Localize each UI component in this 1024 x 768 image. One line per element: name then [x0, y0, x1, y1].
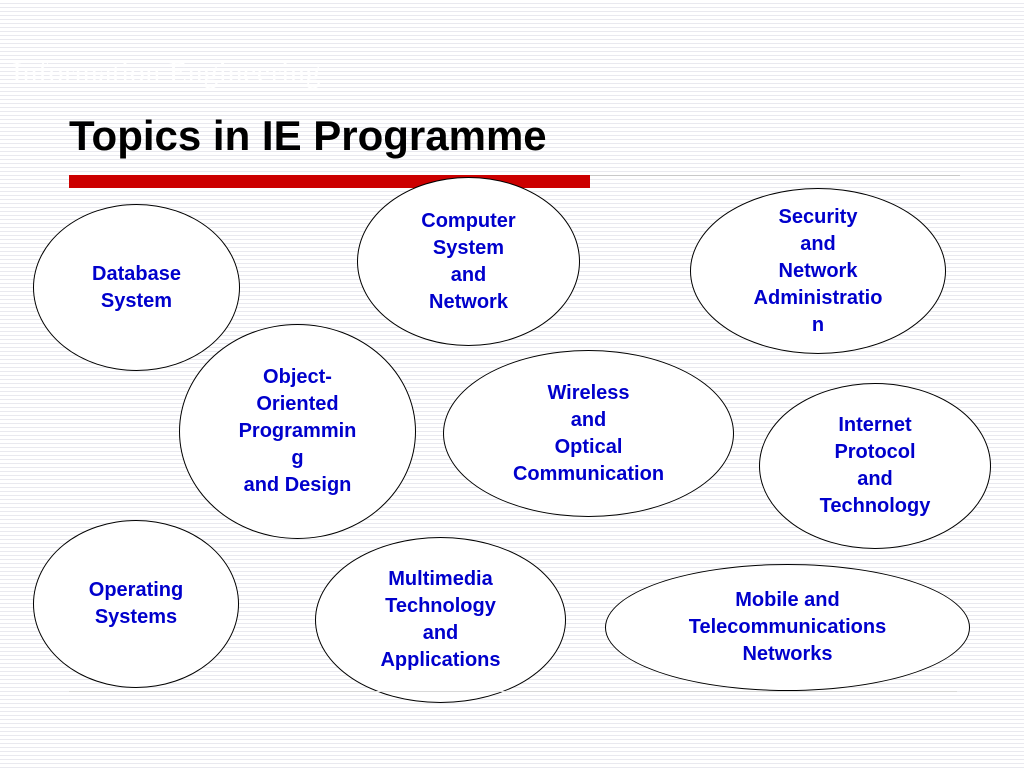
topic-internet-protocol-and-technology: Internet Protocol and Technology: [759, 383, 991, 549]
topic-label: Computer System and Network: [421, 209, 516, 313]
topic-label: Multimedia Technology and Applications: [380, 568, 501, 671]
topic-object-oriented-programming-and-design: Object- Oriented Programmin g and Design: [179, 324, 416, 539]
topic-multimedia-technology-and-applications: Multimedia Technology and Applications: [315, 537, 566, 703]
topic-computer-system-and-network: Computer System and Network: [357, 177, 580, 346]
topic-label: Security and Network Administratio n: [753, 205, 883, 336]
topic-wireless-and-optical-communication: Wireless and Optical Communication: [443, 350, 734, 517]
topic-mobile-and-telecommunications-networks: Mobile and Telecommunications Networks: [605, 564, 970, 691]
title-underline-rule: [590, 175, 960, 176]
topic-label: Wireless and Optical Communication: [512, 381, 665, 485]
topic-database-system: Database System: [33, 204, 240, 371]
topic-label: Database System: [92, 262, 181, 312]
topic-security-and-network-administration: Security and Network Administratio n: [690, 188, 946, 354]
page-title: Topics in IE Programme: [69, 112, 547, 159]
topic-label: Internet Protocol and Technology: [819, 414, 931, 517]
header-watermark: Information Engineering: [12, 56, 321, 89]
footer-rule: [69, 691, 957, 692]
topic-label: Mobile and Telecommunications Networks: [688, 589, 887, 665]
topic-label: Object- Oriented Programmin g and Design: [238, 366, 357, 496]
topic-operating-systems: Operating Systems: [33, 520, 239, 688]
topic-label: Operating Systems: [88, 579, 184, 628]
